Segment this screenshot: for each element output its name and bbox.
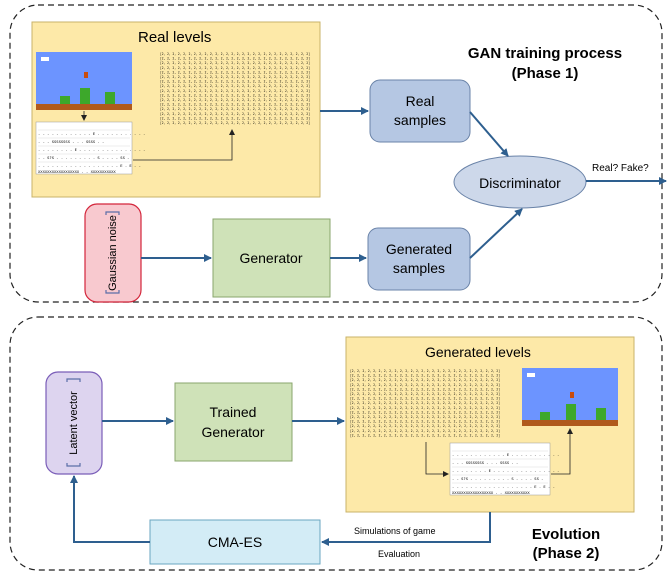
svg-text:- - - - - - - - - - - - - - -: - - - - - - - - - - - - - - - - - - E - … — [38, 163, 141, 168]
generated-ascii-level: - - - - - - - - - - - - E - - - - - - - … — [449, 442, 559, 496]
noise-bracket-top — [105, 211, 120, 215]
svg-text:- - - SSSSSSSS - - - SSSS - -: - - - SSSSSSSS - - - SSSS - - — [452, 460, 518, 465]
latent-bracket-bottom — [66, 463, 81, 467]
matrix-row: [2, 2, 2, 2, 2, 2, 2, 2, 2, 2, 2, 2, 2, … — [160, 116, 310, 120]
matrix-row: [2, 2, 2, 2, 2, 2, 2, 2, 2, 2, 2, 2, 2, … — [160, 103, 310, 107]
svg-text:- - - - - - - - - - - - E - -: - - - - - - - - - - - - E - - - - - - - … — [452, 452, 559, 457]
generated-matrix-text: [2, 2, 2, 2, 2, 2, 2, 2, 2, 2, 2, 2, 2, … — [350, 369, 500, 437]
latent-vector-box — [45, 371, 103, 475]
noise-bracket-bottom — [105, 290, 120, 294]
svg-text:- - - - - - - - E - - - - - -: - - - - - - - - E - - - - - - - - - - - … — [452, 468, 559, 473]
real-levels-label: Real levels — [138, 29, 211, 46]
matrix-row: [2, 2, 2, 2, 2, 2, 2, 2, 2, 2, 2, 2, 2, … — [160, 112, 310, 116]
cma-to-latent-arrow — [70, 475, 150, 543]
trained-generator-label-line1: Trained — [210, 404, 257, 420]
real-samples-to-discriminator-arrow — [469, 111, 509, 157]
svg-text:- - - - - - - - - - - - - - -: - - - - - - - - - - - - - - - - - - E - … — [452, 484, 555, 489]
matrix-row: [2, 2, 2, 2, 2, 2, 2, 2, 2, 2, 2, 2, 2, … — [350, 397, 500, 401]
generated-samples-label-line2: samples — [393, 260, 445, 276]
level-matrix-text: [2, 2, 2, 2, 2, 2, 2, 2, 2, 2, 2, 2, 2, … — [160, 52, 310, 125]
matrix-row: [2, 2, 2, 2, 2, 2, 2, 2, 2, 2, 2, 2, 2, … — [350, 374, 500, 378]
matrix-row: [2, 2, 2, 2, 2, 2, 2, 2, 2, 2, 2, 2, 2, … — [350, 429, 500, 433]
generated-mario-thumbnail — [522, 368, 618, 426]
ascii-to-matrix-arrow — [133, 129, 235, 161]
matrix-row: [2, 2, 2, 2, 2, 2, 2, 2, 2, 2, 2, 2, 2, … — [350, 378, 500, 382]
matrix-to-ascii-arrow — [425, 442, 449, 477]
cma-es-box — [149, 519, 321, 565]
matrix-row: [2, 2, 2, 2, 2, 2, 2, 2, 2, 2, 2, 2, 2, … — [350, 415, 500, 419]
generator-box — [212, 218, 331, 298]
levels-to-cma-arrow — [321, 512, 491, 546]
matrix-row: [2, 2, 2, 2, 2, 2, 2, 2, 2, 2, 2, 2, 2, … — [350, 387, 500, 391]
discriminator-label: Discriminator — [479, 175, 561, 191]
matrix-row: [2, 2, 2, 2, 2, 2, 2, 2, 2, 2, 2, 2, 2, … — [350, 410, 500, 414]
generator-label: Generator — [239, 250, 302, 266]
ascii-level-text: - - - - - - - - - - - - E - - - - - - - … — [35, 121, 145, 175]
trained-generator-label-line2: Generator — [201, 424, 264, 440]
matrix-row: [2, 2, 2, 2, 2, 2, 2, 2, 2, 2, 2, 2, 2, … — [160, 57, 310, 61]
matrix-row: [2, 2, 2, 2, 2, 2, 2, 2, 2, 2, 2, 2, 2, … — [160, 52, 310, 56]
svg-text:- - - - - - - - E - - - - - -: - - - - - - - - E - - - - - - - - - - - … — [38, 147, 145, 152]
matrix-row: [2, 2, 2, 2, 2, 2, 2, 2, 2, 2, 2, 2, 2, … — [160, 84, 310, 88]
svg-text:- - S?S - - - - - - - - - S -: - - S?S - - - - - - - - - S - - - - SS - — [38, 155, 129, 160]
phase2-title: Evolution — [532, 526, 600, 543]
real-samples-box — [369, 79, 471, 143]
matrix-row: [2, 2, 2, 2, 2, 2, 2, 2, 2, 2, 2, 2, 2, … — [160, 89, 310, 93]
gaussian-noise-label: Gaussian noise — [107, 215, 119, 291]
generated-samples-box — [367, 227, 471, 291]
matrix-row: [2, 2, 2, 2, 2, 2, 2, 2, 2, 2, 2, 2, 2, … — [350, 424, 500, 428]
real-samples-label-line1: Real — [406, 93, 435, 109]
phase2-subtitle: (Phase 2) — [533, 545, 600, 562]
matrix-row: [2, 2, 2, 2, 2, 2, 2, 2, 2, 2, 2, 2, 2, … — [160, 75, 310, 79]
svg-text:XXXXXXXXXXXXXXXXXX - - XXXXXXX: XXXXXXXXXXXXXXXXXX - - XXXXXXXXXXX — [452, 490, 530, 495]
matrix-row: [2, 2, 2, 2, 2, 2, 2, 2, 2, 2, 2, 2, 2, … — [160, 80, 310, 84]
svg-text:- - - - - - - - - - - - E - -: - - - - - - - - - - - - E - - - - - - - … — [38, 131, 145, 136]
matrix-row: [2, 2, 2, 2, 2, 2, 2, 2, 2, 2, 2, 2, 2, … — [350, 383, 500, 387]
latent-bracket-top — [66, 378, 81, 382]
svg-text:- - S?S - - - - - - - - - S -: - - S?S - - - - - - - - - S - - - - SS - — [452, 476, 543, 481]
phase1-title: GAN training process — [468, 45, 622, 62]
matrix-row: [2, 2, 2, 2, 2, 2, 2, 2, 2, 2, 2, 2, 2, … — [160, 61, 310, 65]
ascii-to-thumbnail-arrow — [551, 428, 573, 475]
svg-text:XXXXXXXXXXXXXXXXXX - - XXXXXXX: XXXXXXXXXXXXXXXXXX - - XXXXXXXXXXX — [38, 169, 116, 174]
matrix-row: [2, 2, 2, 2, 2, 2, 2, 2, 2, 2, 2, 2, 2, … — [350, 369, 500, 373]
cma-es-label: CMA-ES — [208, 534, 262, 550]
latent-vector-label: Latent vector — [68, 391, 80, 455]
phase1-subtitle: (Phase 1) — [512, 65, 579, 82]
mario-level-thumbnail — [36, 52, 132, 110]
matrix-row: [2, 2, 2, 2, 2, 2, 2, 2, 2, 2, 2, 2, 2, … — [350, 401, 500, 405]
matrix-row: [2, 2, 2, 2, 2, 2, 2, 2, 2, 2, 2, 2, 2, … — [350, 420, 500, 424]
matrix-row: [2, 2, 2, 2, 2, 2, 2, 2, 2, 2, 2, 2, 2, … — [350, 392, 500, 396]
real-fake-label: Real? Fake? — [592, 163, 649, 174]
matrix-row: [2, 2, 2, 2, 2, 2, 2, 2, 2, 2, 2, 2, 2, … — [160, 70, 310, 74]
evaluation-label: Evaluation — [378, 549, 420, 559]
matrix-row: [2, 2, 2, 2, 2, 2, 2, 2, 2, 2, 2, 2, 2, … — [350, 433, 500, 437]
matrix-row: [2, 2, 2, 2, 2, 2, 2, 2, 2, 2, 2, 2, 2, … — [160, 93, 310, 97]
matrix-row: [2, 2, 2, 2, 2, 2, 2, 2, 2, 2, 2, 2, 2, … — [160, 98, 310, 102]
generated-to-discriminator-arrow — [469, 208, 523, 259]
gaussian-noise-box — [84, 203, 142, 303]
phase1-container — [9, 4, 663, 303]
matrix-row: [2, 2, 2, 2, 2, 2, 2, 2, 2, 2, 2, 2, 2, … — [160, 66, 310, 70]
trained-generator-box — [174, 382, 293, 462]
generated-samples-label-line1: Generated — [386, 241, 452, 257]
matrix-row: [2, 2, 2, 2, 2, 2, 2, 2, 2, 2, 2, 2, 2, … — [160, 121, 310, 125]
simulations-label: Simulations of game — [354, 526, 436, 536]
generated-levels-label: Generated levels — [425, 344, 531, 360]
matrix-row: [2, 2, 2, 2, 2, 2, 2, 2, 2, 2, 2, 2, 2, … — [160, 107, 310, 111]
real-samples-label-line2: samples — [394, 112, 446, 128]
matrix-row: [2, 2, 2, 2, 2, 2, 2, 2, 2, 2, 2, 2, 2, … — [350, 406, 500, 410]
svg-text:- - - SSSSSSSS - - - SSSS - -: - - - SSSSSSSS - - - SSSS - - — [38, 139, 104, 144]
